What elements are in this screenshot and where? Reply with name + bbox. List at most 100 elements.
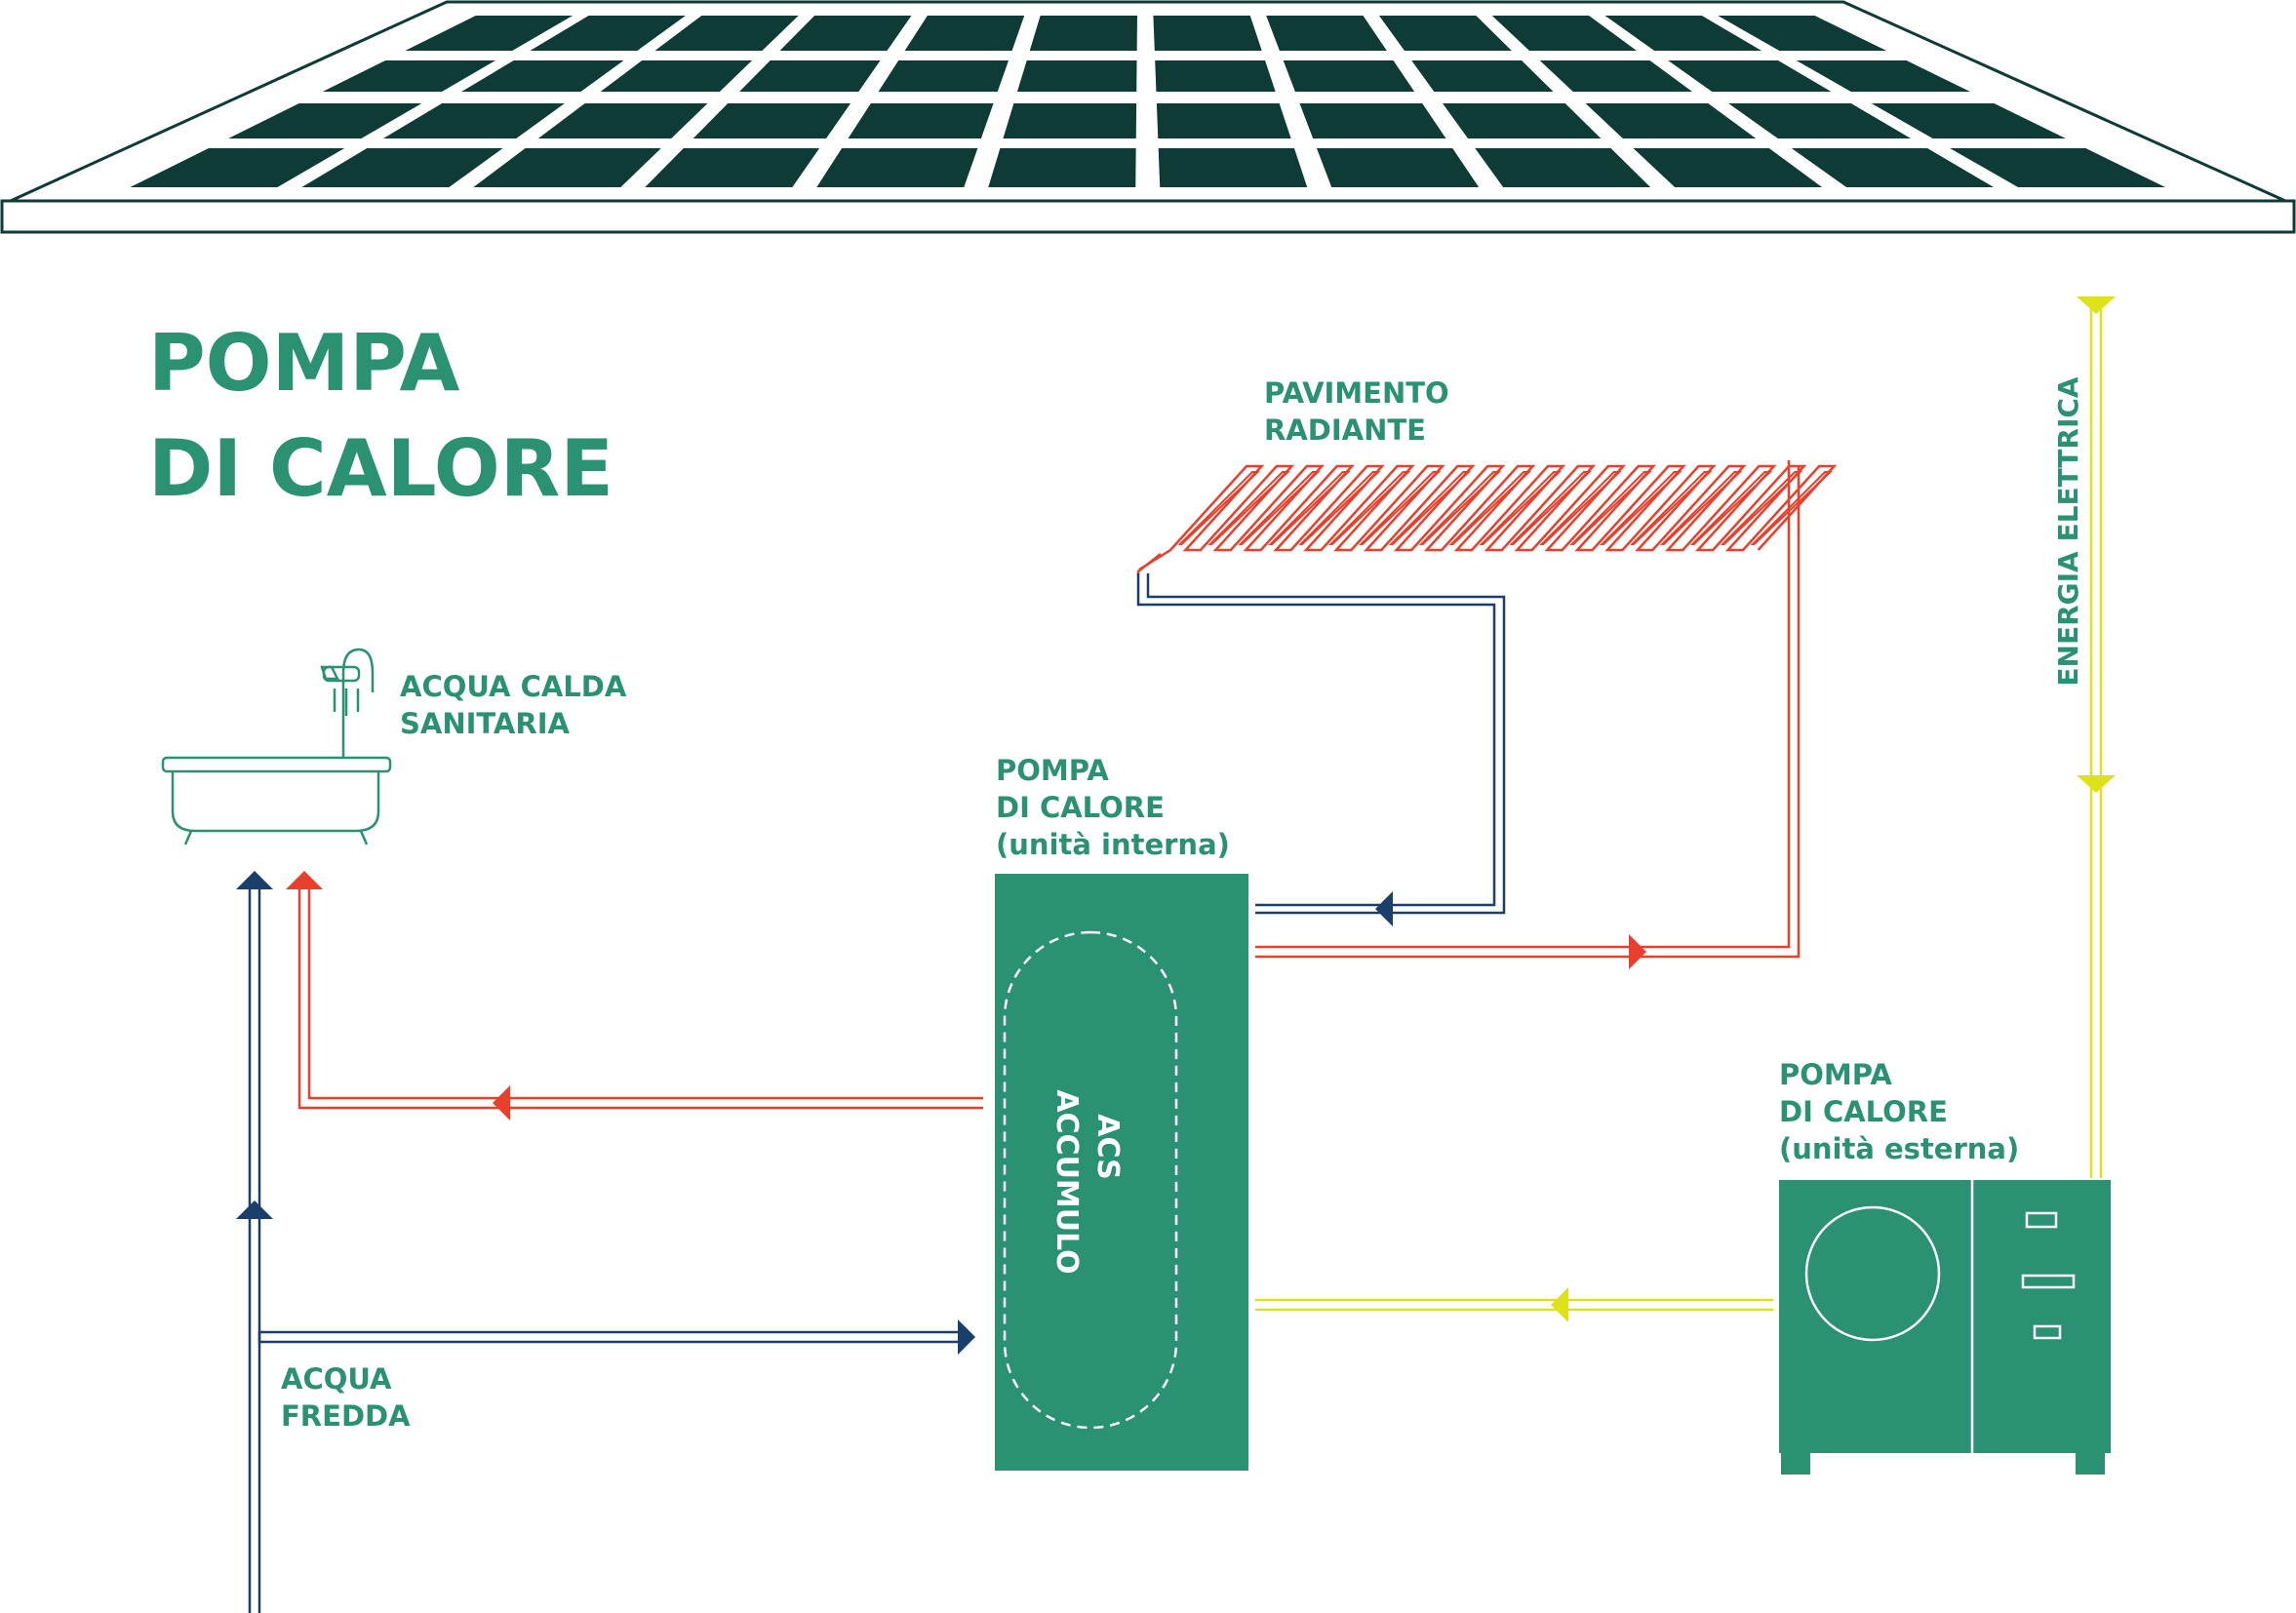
solar-cell <box>1153 16 1262 51</box>
solar-cell <box>1604 16 1762 51</box>
indoor-unit: ACCUMULO ACS <box>995 874 1248 1471</box>
tub-body-icon <box>171 771 380 833</box>
solar-cell <box>1155 60 1276 92</box>
solar-cell <box>645 148 820 187</box>
solar-cell <box>1299 103 1446 138</box>
outdoor-foot-left <box>1781 1451 1810 1475</box>
solar-cell <box>1316 148 1480 187</box>
solar-roof <box>0 0 2296 234</box>
solar-cell <box>779 16 912 51</box>
outdoor-unit-label-line-2: DI CALORE <box>1779 1095 1948 1128</box>
solar-cell <box>1411 60 1554 92</box>
solar-cell <box>1158 148 1308 187</box>
solar-cell <box>301 148 503 187</box>
acs-tank-outline <box>1003 930 1178 1430</box>
tub-rim-icon <box>161 756 392 773</box>
solar-cell <box>1003 103 1137 138</box>
solar-cell <box>878 60 1009 92</box>
solar-cell <box>600 60 753 92</box>
arrow-red-hot-water <box>493 1085 510 1121</box>
solar-cell <box>1266 16 1387 51</box>
tank-label-line-2: ACS <box>1090 1114 1125 1179</box>
solar-cell <box>530 16 686 51</box>
arrow-red-hot-up <box>286 871 323 889</box>
solar-cell <box>1791 148 1995 187</box>
solar-cell <box>1378 16 1512 51</box>
red-hot-water-pipe <box>297 880 983 1110</box>
solar-cell <box>654 16 799 51</box>
arrow-electric-mid <box>2077 775 2116 793</box>
arrow-electric-top <box>2077 296 2116 314</box>
solar-cell <box>693 103 851 138</box>
cold-water-label-line-2: FREDDA <box>281 1399 411 1433</box>
indoor-unit-label-line-3: (unità interna) <box>996 828 1230 861</box>
indoor-unit-label-line-2: DI CALORE <box>996 791 1165 824</box>
hot-water-label-line-2: SANITARIA <box>400 707 570 740</box>
solar-cell <box>1796 60 1970 92</box>
arrow-blue-cold-up <box>236 871 273 889</box>
solar-cell <box>848 103 994 138</box>
blue-cold-water-pipe <box>248 880 960 1613</box>
solar-cell <box>130 148 345 187</box>
solar-cell <box>1475 148 1651 187</box>
tub-feet-icon <box>183 830 369 846</box>
solar-cell <box>473 148 661 187</box>
solar-cell <box>461 60 624 92</box>
red-floor-supply-pipe <box>1255 466 1801 959</box>
shower-pipe-icon <box>341 648 375 757</box>
title-line-2: DI CALORE <box>148 423 614 514</box>
vent-slot-2 <box>2021 1274 2076 1289</box>
outdoor-unit <box>1779 1180 2111 1475</box>
yellow-electric-line <box>2089 296 2103 1178</box>
arrow-blue-cold-mid <box>236 1200 273 1219</box>
floor-label-line-2: RADIANTE <box>1264 413 1426 447</box>
indoor-unit-label-line-1: POMPA <box>996 754 1109 787</box>
arrow-blue-return <box>1375 891 1393 926</box>
outdoor-unit-label-line-1: POMPA <box>1779 1058 1892 1091</box>
vent-slot-3 <box>2033 1324 2062 1340</box>
fan-icon <box>1804 1205 1941 1342</box>
yellow-refrigerant-pipe <box>1255 1298 1773 1312</box>
outdoor-foot-right <box>2076 1451 2105 1475</box>
solar-cell <box>1029 16 1137 51</box>
solar-cell <box>816 148 978 187</box>
solar-cell <box>1633 148 1823 187</box>
solar-cell <box>1871 103 2066 138</box>
shower-water-icon <box>333 688 360 716</box>
solar-cell <box>1283 60 1415 92</box>
arrow-yellow-refrigerant <box>1551 1287 1568 1322</box>
solar-cell <box>1016 60 1137 92</box>
vent-slot-1 <box>2025 1211 2058 1229</box>
solar-cell <box>382 103 565 138</box>
solar-cell <box>228 103 422 138</box>
floor-label-line-1: PAVIMENTO <box>1264 376 1449 410</box>
solar-cell <box>739 60 881 92</box>
arrow-blue-cold-tank <box>958 1319 975 1355</box>
bathtub-icon <box>161 648 392 846</box>
solar-cell <box>1585 103 1757 138</box>
solar-cell <box>1491 16 1637 51</box>
solar-cell <box>904 16 1025 51</box>
floor-coil-pipe <box>1138 464 1838 571</box>
solar-cell <box>1539 60 1693 92</box>
solar-cell <box>988 148 1136 187</box>
indoor-unit-body <box>995 874 1248 1471</box>
roof-eave <box>0 199 2296 234</box>
floor-coil-inner <box>1177 471 1834 545</box>
solar-cell <box>1668 60 1832 92</box>
solar-cell <box>1443 103 1602 138</box>
arrow-red-supply <box>1629 934 1646 969</box>
solar-cell <box>1950 148 2166 187</box>
blue-floor-return-pipe <box>1136 573 1506 915</box>
outdoor-unit-body <box>1779 1180 2111 1453</box>
flow-arrows <box>236 296 2116 1355</box>
solar-cell <box>537 103 708 138</box>
electric-label: ENERGIA ELETTRICA <box>2052 376 2084 687</box>
pipes <box>248 296 2103 1613</box>
solar-cell <box>322 60 496 92</box>
cold-water-label-line-1: ACQUA <box>281 1362 392 1396</box>
solar-cell <box>1728 103 1912 138</box>
outdoor-unit-label-line-3: (unità esterna) <box>1779 1132 2019 1165</box>
tank-label-line-1: ACCUMULO <box>1049 1089 1084 1274</box>
title-line-1: POMPA <box>148 318 460 409</box>
